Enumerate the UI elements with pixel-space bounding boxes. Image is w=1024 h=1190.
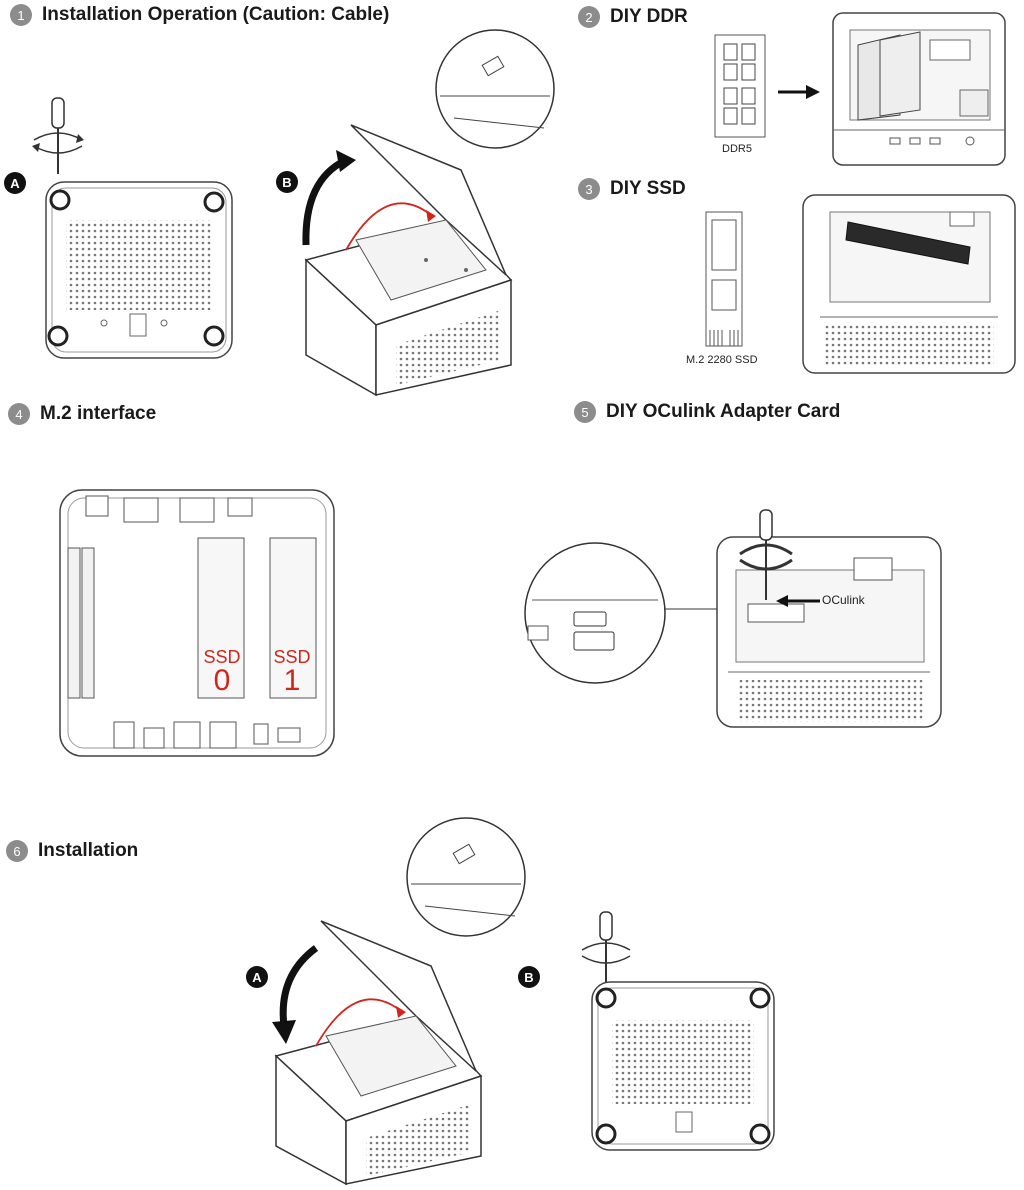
step-badge: 4 — [8, 403, 30, 425]
step-badge: 3 — [578, 178, 600, 200]
marker-a: A — [4, 172, 26, 194]
ssd-slot-0-label: SSD 0 — [202, 648, 242, 696]
ssd-slot-1-label: SSD 1 — [272, 648, 312, 696]
ddr5-label: DDR5 — [722, 143, 752, 155]
marker-b: B — [276, 171, 298, 193]
ssd-label: M.2 2280 SSD — [686, 354, 758, 366]
curved-arrow-icon — [272, 945, 319, 1044]
ssd-slot-1-number: 1 — [283, 664, 301, 697]
mini-pc-bottom-view — [591, 981, 775, 1151]
ssd-slot-0-text: SSD — [203, 647, 241, 667]
step-badge: 1 — [10, 4, 32, 26]
mini-pc-bottom-view — [45, 181, 233, 359]
screwdriver-icon — [32, 97, 84, 174]
zoom-detail-circle — [435, 29, 555, 149]
mini-pc-close-case — [274, 920, 483, 1186]
mini-pc-ssd-installed — [802, 194, 1016, 374]
oculink-label: OCulink — [822, 593, 865, 607]
motherboard-top-view — [59, 489, 335, 757]
step-4-title: 4 M.2 interface — [8, 403, 156, 425]
marker-a: A — [246, 966, 268, 988]
step-title-text: DIY DDR — [610, 6, 688, 27]
curved-arrow-icon — [302, 150, 356, 246]
step-title-text: Installation — [38, 840, 139, 861]
step-badge: 5 — [574, 401, 596, 423]
zoom-pointer-line — [664, 608, 724, 610]
screwdriver-icon — [739, 509, 793, 600]
step-title-text: DIY SSD — [610, 178, 686, 199]
left-arrow-icon — [776, 595, 820, 607]
step-badge: 6 — [6, 840, 28, 862]
mini-pc-oculink — [716, 536, 942, 728]
mini-pc-ddr-installed — [832, 12, 1006, 166]
ddr5-module — [714, 34, 766, 138]
step-5-title: 5 DIY OCulink Adapter Card — [574, 401, 840, 423]
ssd-slot-0-number: 0 — [213, 664, 231, 697]
screwdriver-icon — [581, 911, 631, 988]
step-6-title: 6 Installation — [6, 840, 138, 862]
m2-ssd-card — [705, 211, 743, 347]
step-title-text: DIY OCulink Adapter Card — [606, 401, 841, 422]
step-title-text: Installation Operation (Caution: Cable) — [42, 4, 390, 25]
step-1-title: 1 Installation Operation (Caution: Cable… — [10, 4, 389, 26]
step-title-text: M.2 interface — [40, 403, 157, 424]
marker-b: B — [518, 966, 540, 988]
step-badge: 2 — [578, 6, 600, 28]
right-arrow-icon — [778, 85, 820, 99]
zoom-detail-circle — [406, 817, 526, 937]
ssd-slot-1-text: SSD — [273, 647, 311, 667]
mini-pc-open-case — [304, 124, 513, 397]
step-2-title: 2 DIY DDR — [578, 6, 688, 28]
step-3-title: 3 DIY SSD — [578, 178, 686, 200]
oculink-zoom-circle — [524, 542, 666, 684]
